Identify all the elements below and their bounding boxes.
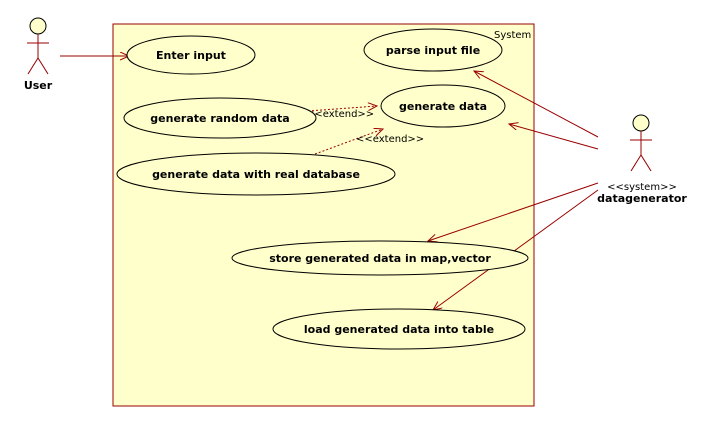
use-case-store-generated-data: store generated data in map,vector — [231, 240, 529, 276]
system-label: System — [494, 30, 531, 41]
user-actor-name: User — [24, 79, 53, 92]
assoc-datagenerator-load-data — [433, 189, 599, 310]
svg-text:generate data: generate data — [399, 100, 487, 113]
use-case-parse-input-file: parse input file — [363, 28, 503, 72]
svg-text:store generated data in map,ve: store generated data in map,vector — [269, 252, 491, 265]
use-case-generate-random-data: generate random data — [123, 97, 317, 139]
extend-realdb-to-generate — [314, 129, 383, 155]
user-actor-head — [29, 17, 47, 35]
use-case-load-generated-data: load generated data into table — [272, 308, 526, 350]
datagenerator-actor-name: datagenerator — [597, 192, 687, 205]
extend-label-1: <<extend>> — [306, 109, 374, 120]
datagenerator-stereotype: <<system>> — [607, 182, 677, 193]
datagenerator-actor: <<system>> datagenerator — [597, 114, 687, 205]
svg-text:parse input file: parse input file — [386, 44, 480, 57]
use-case-generate-data: generate data — [380, 84, 506, 128]
datagenerator-actor-head — [632, 114, 650, 132]
extend-label-2: <<extend>> — [356, 134, 424, 145]
use-case-enter-input: Enter input — [126, 35, 256, 75]
assoc-datagenerator-parse-input — [474, 71, 599, 138]
svg-text:load generated data into table: load generated data into table — [304, 323, 494, 336]
svg-text:generate data with real databa: generate data with real database — [152, 168, 360, 181]
assoc-datagenerator-generate-data — [509, 124, 599, 150]
use-case-generate-data-real-db: generate data with real database — [116, 152, 396, 196]
svg-text:generate random data: generate random data — [150, 112, 289, 125]
svg-text:Enter input: Enter input — [156, 49, 226, 62]
assoc-datagenerator-store-data — [428, 182, 599, 241]
user-actor: User — [24, 17, 53, 92]
extend-random-to-generate — [307, 106, 377, 112]
system-boundary — [112, 23, 535, 407]
